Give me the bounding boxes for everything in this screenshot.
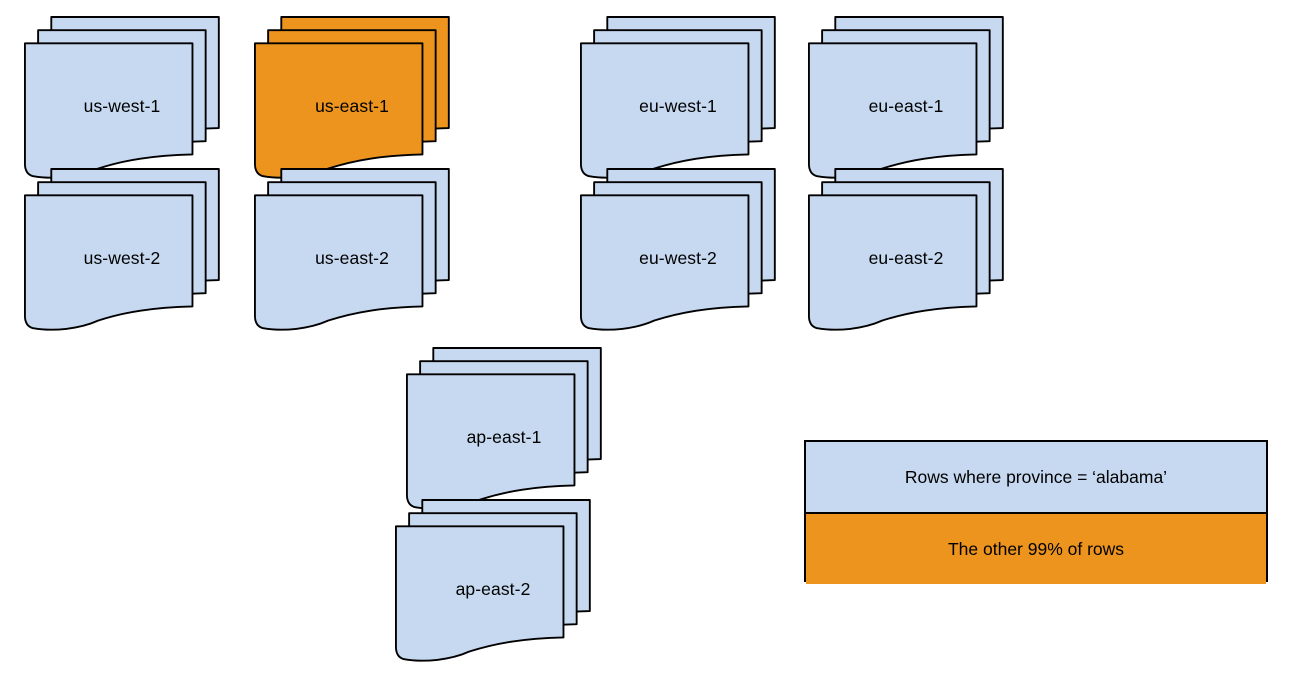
legend-row-label: The other 99% of rows (947, 538, 1125, 559)
document-stack-icon (254, 16, 450, 179)
region-stack-us-east-1[interactable]: us-east-1 (235, 16, 465, 179)
region-stack-eu-west-1[interactable]: eu-west-1 (561, 16, 791, 179)
document-sheet-front (24, 42, 194, 179)
document-stack-icon (807, 16, 1004, 179)
document-stack-icon (579, 168, 776, 331)
document-sheet-front (579, 42, 750, 179)
legend: Rows where province = ‘alabama’ The other… (804, 440, 1268, 584)
region-stack-eu-east-2[interactable]: eu-east-2 (789, 168, 1019, 331)
region-stack-us-east-2[interactable]: us-east-2 (235, 168, 465, 331)
region-stack-eu-west-2[interactable]: eu-west-2 (561, 168, 791, 331)
document-stack-icon (406, 347, 602, 510)
document-sheet-front (24, 194, 194, 331)
document-stack-icon (395, 499, 591, 662)
legend-row-label: Rows where province = ‘alabama’ (904, 466, 1168, 487)
legend-row-alabama-rows: Rows where province = ‘alabama’ (806, 442, 1266, 512)
document-sheet-front (579, 194, 750, 331)
region-stack-eu-east-1[interactable]: eu-east-1 (789, 16, 1019, 179)
document-stack-icon (579, 16, 776, 179)
document-stack-icon (24, 168, 220, 331)
legend-row-other-rows: The other 99% of rows (806, 512, 1266, 584)
document-sheet-front (254, 194, 424, 331)
document-stack-icon (24, 16, 220, 179)
document-stack-icon (807, 168, 1004, 331)
region-stack-us-west-2[interactable]: us-west-2 (5, 168, 235, 331)
region-stack-ap-east-1[interactable]: ap-east-1 (387, 347, 617, 510)
region-stack-us-west-1[interactable]: us-west-1 (5, 16, 235, 179)
region-stack-ap-east-2[interactable]: ap-east-2 (376, 499, 606, 662)
document-sheet-front (395, 525, 565, 662)
document-sheet-front (406, 373, 576, 510)
document-sheet-front (254, 42, 424, 179)
document-stack-icon (254, 168, 450, 331)
document-sheet-front (807, 42, 978, 179)
document-sheet-front (807, 194, 978, 331)
